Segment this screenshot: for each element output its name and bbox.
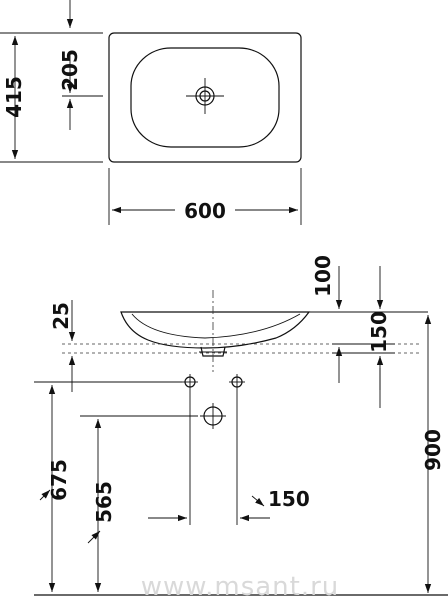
basin-outline-side xyxy=(120,311,311,349)
basin-inner-profile xyxy=(131,313,301,339)
basin-outline-top xyxy=(108,32,302,163)
label-25: 25 xyxy=(49,302,73,330)
watermark-text: www.msant.ru xyxy=(141,572,340,600)
leader-565 xyxy=(87,530,101,544)
bowl-outline-top xyxy=(130,47,280,148)
label-415: 415 xyxy=(2,76,26,118)
label-600: 600 xyxy=(184,199,226,223)
leader-675 xyxy=(39,489,51,501)
top-view: 415 205 600 xyxy=(0,0,302,225)
label-150-vertical: 150 xyxy=(367,311,391,353)
label-100: 100 xyxy=(311,255,335,297)
label-675: 675 xyxy=(47,459,71,501)
side-view: 100 150 900 25 675 xyxy=(34,255,448,596)
label-150-horizontal: 150 xyxy=(268,487,310,511)
label-900: 900 xyxy=(421,429,445,471)
label-565: 565 xyxy=(92,481,116,523)
leader-150 xyxy=(251,495,265,507)
label-205: 205 xyxy=(58,49,82,91)
